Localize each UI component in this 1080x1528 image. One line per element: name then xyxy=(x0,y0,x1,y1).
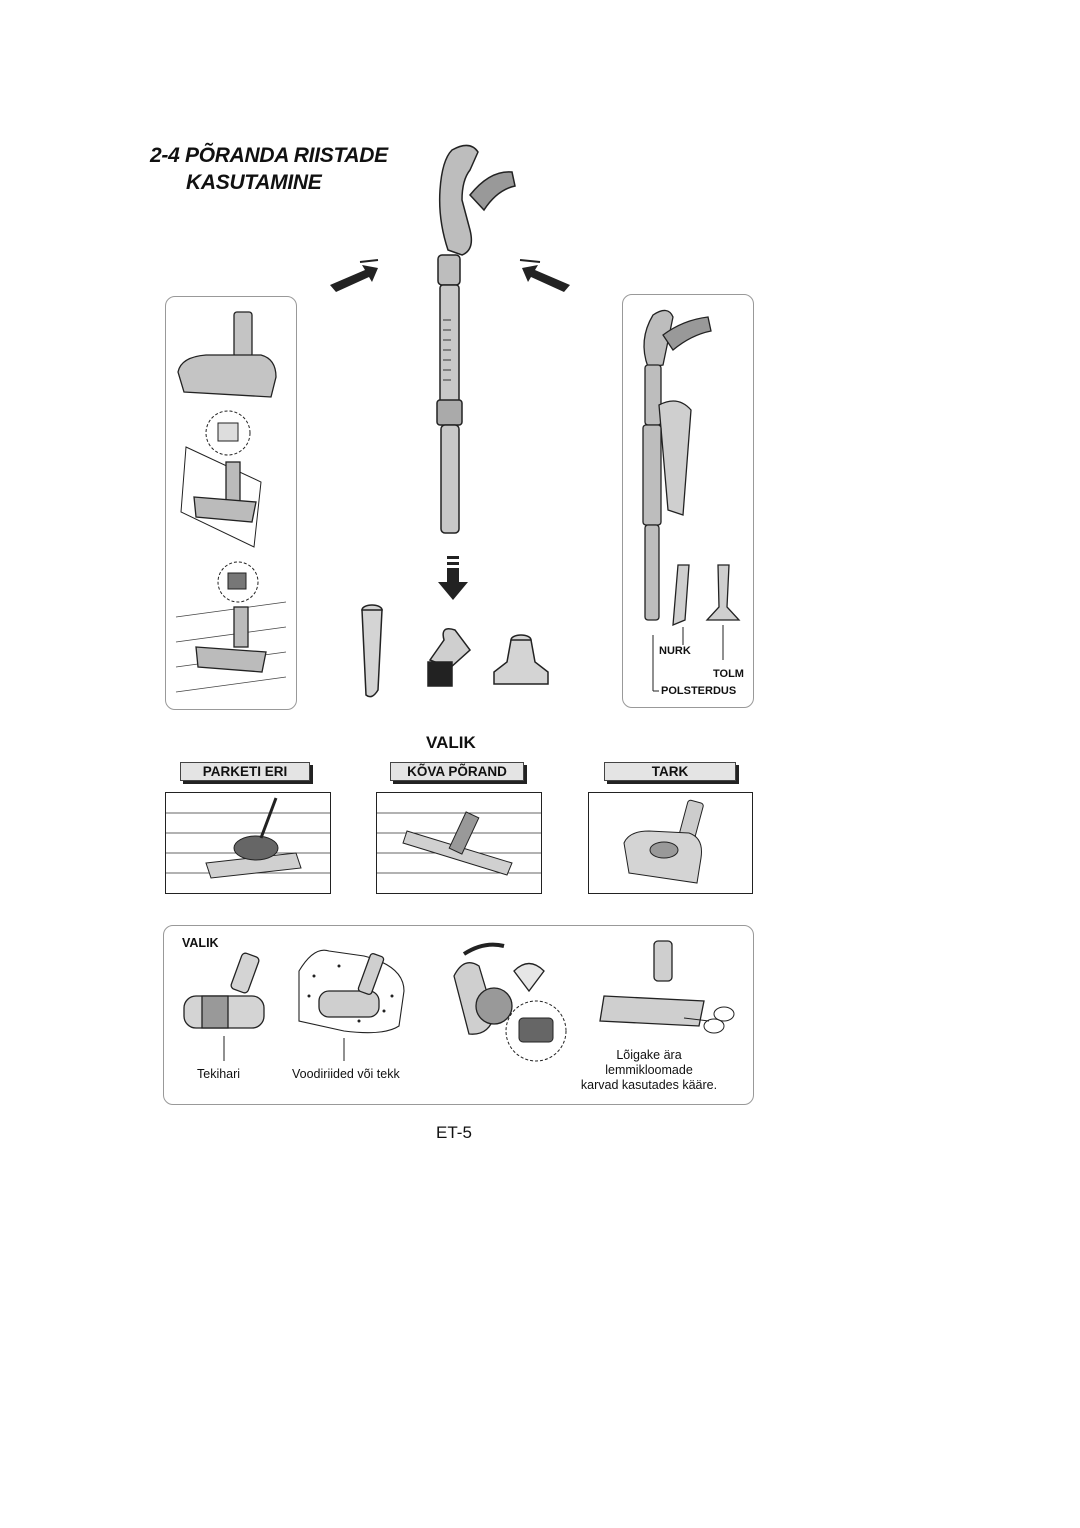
label-voodiriided: Voodiriided või tekk xyxy=(292,1067,400,1081)
section-title-line2: KASUTAMINE xyxy=(186,171,322,194)
label-parketi-eri: PARKETI ERI xyxy=(180,762,310,781)
arrow-left-icon xyxy=(330,259,379,292)
vacuum-handle-illustration xyxy=(437,144,516,286)
kova-porand-image xyxy=(376,792,542,894)
arrow-down-icon xyxy=(438,556,468,600)
tube-illustration xyxy=(436,284,463,534)
label-cut-line3: karvad kasutades kääre. xyxy=(580,1078,718,1092)
label-cut-hair: Lõigake ära lemmikloomade karvad kasutad… xyxy=(564,1048,734,1093)
label-nurk: NURK xyxy=(659,645,691,657)
parketi-eri-image xyxy=(165,792,331,894)
tark-image xyxy=(588,792,753,894)
label-polsterdus: POLSTERDUS xyxy=(661,685,737,697)
turbo-panel-heading: VALIK xyxy=(182,936,219,950)
accessory-panel: NURK TOLM POLSTERDUS xyxy=(622,294,754,708)
turbo-brush-illustration xyxy=(183,940,735,1062)
page-number: ET-5 xyxy=(436,1123,472,1142)
floor-brush-illustration xyxy=(175,311,287,693)
options-heading: VALIK xyxy=(426,733,476,752)
turbo-brush-panel: VALIK xyxy=(163,925,754,1105)
label-kova-porand: KÕVA PÕRAND xyxy=(390,762,524,781)
accessory-mount-illustration xyxy=(642,309,741,692)
section-title-line1: 2-4 PÕRANDA RIISTADE xyxy=(150,144,388,167)
label-cut-line1: Lõigake ära xyxy=(616,1048,682,1062)
floor-brush-panel xyxy=(165,296,297,710)
upholstery-tool-illustration xyxy=(493,634,549,685)
crevice-tool-illustration xyxy=(361,604,383,698)
label-tark: TARK xyxy=(604,762,736,781)
dust-brush-illustration xyxy=(427,628,472,687)
label-tolm: TOLM xyxy=(713,668,744,680)
label-cut-line2: lemmikloomade xyxy=(605,1063,693,1077)
section-title: 2-4 PÕRANDA RIISTADE KASUTAMINE xyxy=(150,142,420,196)
arrow-right-icon xyxy=(519,259,570,292)
label-tekihari: Tekihari xyxy=(197,1067,241,1081)
